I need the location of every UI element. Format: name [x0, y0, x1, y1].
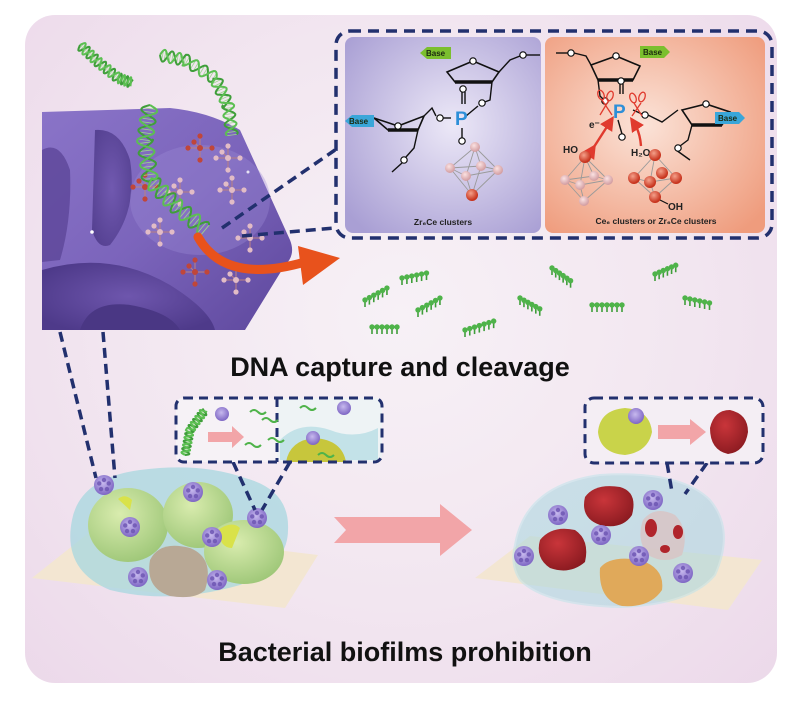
- chemistry-inset: [334, 29, 774, 240]
- transition-arrow: [334, 504, 472, 556]
- mof-particle-inset: [337, 401, 351, 415]
- dna-fragment-inset: [244, 442, 262, 448]
- mof-particle: [94, 475, 114, 495]
- mof-particle: [643, 490, 663, 510]
- mof-particle: [247, 508, 267, 528]
- phosphorus-label-right: P: [613, 102, 626, 123]
- ce6-or-zr6ce-clusters-label: Ce₆ clusters or Zr₆Ce clusters: [595, 216, 716, 226]
- phosphorus-label-left: P: [455, 109, 468, 130]
- zoom-lines-bottom-left: [58, 331, 292, 511]
- metal-cluster-node: [180, 257, 210, 287]
- bacterium-dead-2: [538, 528, 587, 571]
- water-attack-arrow: [630, 117, 644, 147]
- dna-fragment-inset: [317, 452, 335, 458]
- scissors-icon-right: [629, 91, 646, 117]
- bacterium-dead-1: [584, 486, 634, 527]
- mof-particle: [120, 517, 140, 537]
- mof-particle: [514, 546, 534, 566]
- mof-particle: [673, 563, 693, 583]
- dna-strand-captured: [136, 104, 211, 237]
- svg-text:Base: Base: [349, 117, 369, 126]
- capture-inset: [174, 396, 384, 464]
- mof-particle: [202, 527, 222, 547]
- mof-particle: [629, 546, 649, 566]
- dna-fragment: [682, 295, 713, 310]
- dna-fragment: [517, 295, 543, 316]
- scissors-icon-left: [597, 89, 614, 116]
- bacterium-gray: [149, 545, 208, 598]
- dna-fragment: [369, 324, 400, 334]
- mof-particles-right: [514, 490, 693, 583]
- dna-strand-free-2: [159, 48, 239, 137]
- dna-fragment: [462, 318, 497, 337]
- cleavage-arrow: [193, 232, 340, 285]
- base-tag-top-right-panel: Base: [640, 46, 670, 58]
- kill-inset: [583, 396, 765, 465]
- hydrolysis-panel: [545, 37, 765, 233]
- mof-particle: [548, 505, 568, 525]
- bacterium-orange: [599, 558, 663, 607]
- mof-particle: [207, 570, 227, 590]
- zr6ce-clusters-label: Zr₆Ce clusters: [414, 217, 472, 227]
- inset-arrow-left: [208, 426, 244, 448]
- dna-fragment: [362, 285, 390, 307]
- metal-cluster-node: [185, 133, 215, 163]
- hydroxyl-label-left: HO: [563, 145, 578, 156]
- hydroxyl-label-bottom: OH: [668, 202, 683, 213]
- electron-label: e⁻: [589, 120, 600, 131]
- biofilm-prohibition-title: Bacterial biofilms prohibition: [218, 637, 592, 667]
- dna-fragment: [589, 302, 625, 312]
- bacterium-dead-inset: [710, 410, 748, 454]
- mof-particles-left: [94, 475, 267, 590]
- biofilm-right: [512, 473, 725, 609]
- dna-strand-free-1: [77, 42, 134, 88]
- dna-fragment-inset: [299, 405, 317, 411]
- mof-particle-inset: [306, 431, 320, 445]
- metal-cluster-node: [145, 217, 175, 247]
- mof-particle: [591, 525, 611, 545]
- metal-cluster-node: [217, 175, 247, 205]
- mof-crystal: [42, 108, 293, 330]
- dna-fragment: [652, 262, 679, 281]
- dna-fragment: [399, 270, 430, 285]
- electron-transfer-arrow: [582, 115, 614, 160]
- dna-capture-title: DNA capture and cleavage: [230, 352, 570, 382]
- zoom-lines-bottom-right: [665, 461, 709, 496]
- svg-text:Base: Base: [643, 48, 663, 57]
- water-label: H₂O: [631, 148, 651, 159]
- base-tag-top-left-panel: Base: [420, 47, 451, 59]
- inset-dna-strands: [180, 405, 335, 458]
- mof-particle-inset: [215, 407, 229, 421]
- mof-particle: [128, 567, 148, 587]
- dna-fragment-inset: [267, 437, 285, 443]
- svg-text:Base: Base: [718, 114, 738, 123]
- ce6-cluster-right: [628, 149, 682, 205]
- dna-fragment-inset: [261, 417, 279, 423]
- svg-text:Base: Base: [426, 49, 446, 58]
- mof-particle-inset: [628, 408, 644, 424]
- zoom-lines-top: [221, 148, 336, 238]
- inset-dashed-border: [334, 29, 774, 240]
- zr6ce-binding-panel: [345, 37, 541, 233]
- inset-arrow-right: [658, 419, 706, 445]
- metal-cluster-node: [213, 143, 243, 173]
- dna-fragment: [549, 265, 574, 288]
- mof-particle: [183, 482, 203, 502]
- dna-fragments: [362, 262, 713, 337]
- zr6ce-cluster-octahedron: [445, 142, 503, 201]
- zr6ce-atoms: [394, 51, 527, 164]
- dna-fragment: [415, 295, 443, 317]
- base-tag-left-left-panel: Base: [345, 115, 374, 127]
- ce6-cluster-left: [560, 151, 613, 206]
- base-tag-right-right-panel: Base: [715, 112, 745, 124]
- dna-fragment-inset: [249, 409, 267, 415]
